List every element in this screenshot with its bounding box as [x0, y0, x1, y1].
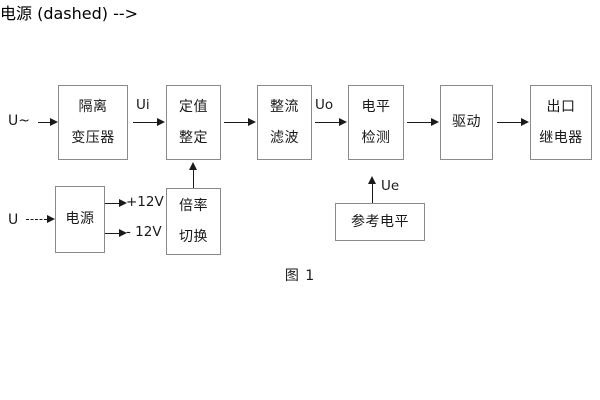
arrow-head — [248, 118, 256, 126]
arrow-reference-level-to-level-detection — [368, 176, 377, 203]
ui-label: Ui — [136, 97, 150, 113]
arrow-head — [157, 118, 165, 126]
arrow-isolation-transformer-to-setpoint — [133, 118, 166, 127]
arrow-power-supply-plus12v — [105, 199, 127, 208]
arrow-ac-input-to-isolation-transformer — [38, 118, 58, 127]
arrow-shaft — [193, 166, 195, 188]
arrow-dc-input-to-power-supply — [26, 215, 55, 224]
figure-caption: 图 1 — [284, 268, 316, 284]
block-rectify-filter: 整流 滤波 — [257, 85, 312, 160]
arrow-head — [47, 215, 55, 223]
arrow-multiplier-switch-to-setpoint — [189, 162, 198, 188]
block-power-supply: 电源 — [55, 186, 105, 253]
block-setpoint-setting-line2: 整定 — [179, 129, 208, 146]
dc-input-label: U — [8, 212, 19, 228]
block-multiplier-switch-line2: 切换 — [179, 228, 208, 245]
block-isolation-transformer: 隔离 变压器 — [58, 85, 128, 160]
arrow-shaft — [38, 122, 51, 124]
block-isolation-transformer-line2: 变压器 — [71, 129, 115, 146]
minus-12v-label: - 12V — [126, 224, 162, 240]
arrow-rectify-filter-to-level-detection — [315, 118, 348, 127]
block-reference-level-line1: 参考电平 — [351, 213, 409, 230]
uo-label: Uo — [315, 97, 334, 113]
block-reference-level: 参考电平 — [335, 203, 425, 241]
arrow-shaft — [105, 233, 120, 235]
arrow-head — [119, 229, 127, 237]
plus-12v-label: +12V — [126, 194, 164, 210]
block-multiplier-switch-line1: 倍率 — [179, 197, 208, 214]
arrow-shaft — [105, 203, 120, 205]
block-output-relay-line2: 继电器 — [539, 129, 583, 146]
block-rectify-filter-line1: 整流 — [270, 98, 299, 115]
ac-input-label: U~ — [8, 113, 30, 129]
block-isolation-transformer-line1: 隔离 — [78, 98, 108, 115]
block-drive-line1: 驱动 — [452, 114, 481, 131]
arrow-level-detection-to-drive — [407, 118, 440, 127]
arrow-shaft — [497, 122, 522, 124]
arrow-shaft — [224, 122, 249, 124]
arrow-power-supply-minus12v — [105, 229, 127, 238]
arrow-shaft — [315, 122, 340, 124]
arrow-head — [119, 199, 127, 207]
block-multiplier-switch: 倍率 切换 — [166, 188, 221, 255]
arrow-head — [50, 118, 58, 126]
arrow-setpoint-to-rectify-filter — [224, 118, 257, 127]
arrow-drive-to-output-relay — [497, 118, 530, 127]
block-rectify-filter-line2: 滤波 — [270, 129, 299, 146]
block-level-detection-line2: 检测 — [361, 129, 391, 146]
block-setpoint-setting-line1: 定值 — [179, 98, 208, 115]
arrow-shaft — [372, 180, 374, 203]
arrow-head — [339, 118, 347, 126]
arrow-shaft — [133, 122, 158, 124]
arrow-shaft — [407, 122, 432, 124]
block-level-detection: 电平 检测 — [348, 85, 404, 160]
ue-label: Ue — [381, 178, 400, 194]
block-level-detection-line1: 电平 — [361, 98, 391, 115]
block-output-relay: 出口 继电器 — [530, 85, 592, 160]
arrow-shaft — [26, 219, 47, 220]
arrow-head — [521, 118, 529, 126]
arrow-head — [431, 118, 439, 126]
block-setpoint-setting: 定值 整定 — [166, 85, 221, 160]
block-drive: 驱动 — [440, 85, 493, 160]
block-output-relay-line1: 出口 — [546, 98, 576, 115]
block-power-supply-line1: 电源 — [65, 211, 95, 228]
